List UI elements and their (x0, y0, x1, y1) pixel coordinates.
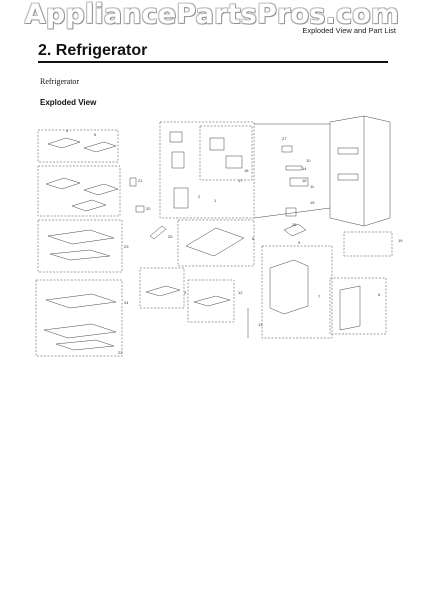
callout-25: 25 (168, 234, 173, 239)
control-part (173, 187, 189, 209)
door-bin-part (269, 259, 309, 315)
part-group-controls-inner (199, 125, 253, 181)
callout-26: 26 (292, 222, 297, 227)
callout-12: 12 (238, 290, 243, 295)
filter-part (149, 225, 167, 240)
door-part (339, 285, 361, 331)
part-group-door-bins (261, 245, 333, 339)
bin-part (145, 285, 181, 297)
part-small (285, 207, 297, 217)
callout-13: 13 (258, 322, 263, 327)
callout-7: 7 (318, 294, 321, 299)
watermark: AppliancePartsPros.com (24, 0, 400, 30)
control-part (225, 155, 243, 169)
shelf-part (83, 183, 119, 196)
part-small (289, 177, 309, 187)
part-small (135, 205, 145, 213)
running-header: Exploded View and Part List (302, 26, 396, 35)
part-group-drawer-cover (37, 219, 123, 273)
part-group-bin-right (187, 279, 235, 323)
page-title: 2. Refrigerator (38, 42, 148, 59)
page-subtitle: Refrigerator (40, 77, 80, 86)
cabinet-shelf (337, 147, 359, 155)
callout-21: 21 (138, 178, 143, 183)
part-small (129, 177, 137, 187)
shelf-part (47, 137, 81, 149)
shelf-part (45, 177, 81, 190)
callout-3: 3 (184, 290, 187, 295)
callout-20: 20 (146, 206, 151, 211)
callout-18: 18 (244, 168, 249, 173)
callout-16: 16 (302, 178, 307, 183)
control-part (169, 131, 183, 143)
callout-14: 14 (302, 166, 307, 171)
callout-6: 6 (378, 292, 381, 297)
callout-22: 22 (118, 350, 123, 355)
crisper-part (45, 293, 117, 309)
crisper-part (55, 339, 115, 351)
callout-17: 17 (238, 178, 243, 183)
crisper-part (43, 323, 117, 339)
part-group-bin-left (139, 267, 185, 309)
callout-5: 5 (94, 132, 97, 137)
callout-11: 11 (310, 184, 315, 189)
callout-1: 1 (214, 198, 217, 203)
part-group-door (329, 277, 387, 335)
drawer-cover-part (49, 249, 111, 261)
callout-24: 24 (124, 300, 129, 305)
shelf-part (83, 141, 117, 153)
part-group-controls (159, 121, 255, 219)
exploded-view-diagram (35, 115, 393, 357)
cabinet-shelf (337, 173, 359, 181)
dispenser-part (185, 227, 245, 257)
part-group-dispenser (177, 219, 255, 267)
drawer-cover-part (47, 229, 115, 245)
part-group-hinge (343, 231, 393, 257)
bin-part (193, 295, 231, 307)
callout-8: 8 (252, 236, 255, 241)
callout-9: 9 (298, 240, 301, 245)
title-rule (38, 61, 388, 63)
part-small (283, 223, 307, 237)
callout-10: 10 (306, 158, 311, 163)
part-group-shelf-top (37, 129, 119, 163)
part-small (281, 145, 293, 153)
callout-27: 27 (282, 136, 287, 141)
part-group-shelf-mid (37, 165, 121, 217)
callout-2: 2 (198, 194, 201, 199)
callout-4: 4 (66, 128, 69, 133)
callout-23: 23 (124, 244, 129, 249)
callout-15: 15 (310, 200, 315, 205)
part-group-crisper (35, 279, 123, 357)
callout-19: 19 (398, 238, 403, 243)
part-small (285, 165, 303, 171)
control-part (209, 137, 225, 151)
control-part (171, 151, 185, 169)
leader-line (253, 207, 331, 219)
shelf-part (71, 199, 107, 212)
section-label: Exploded View (40, 98, 97, 107)
